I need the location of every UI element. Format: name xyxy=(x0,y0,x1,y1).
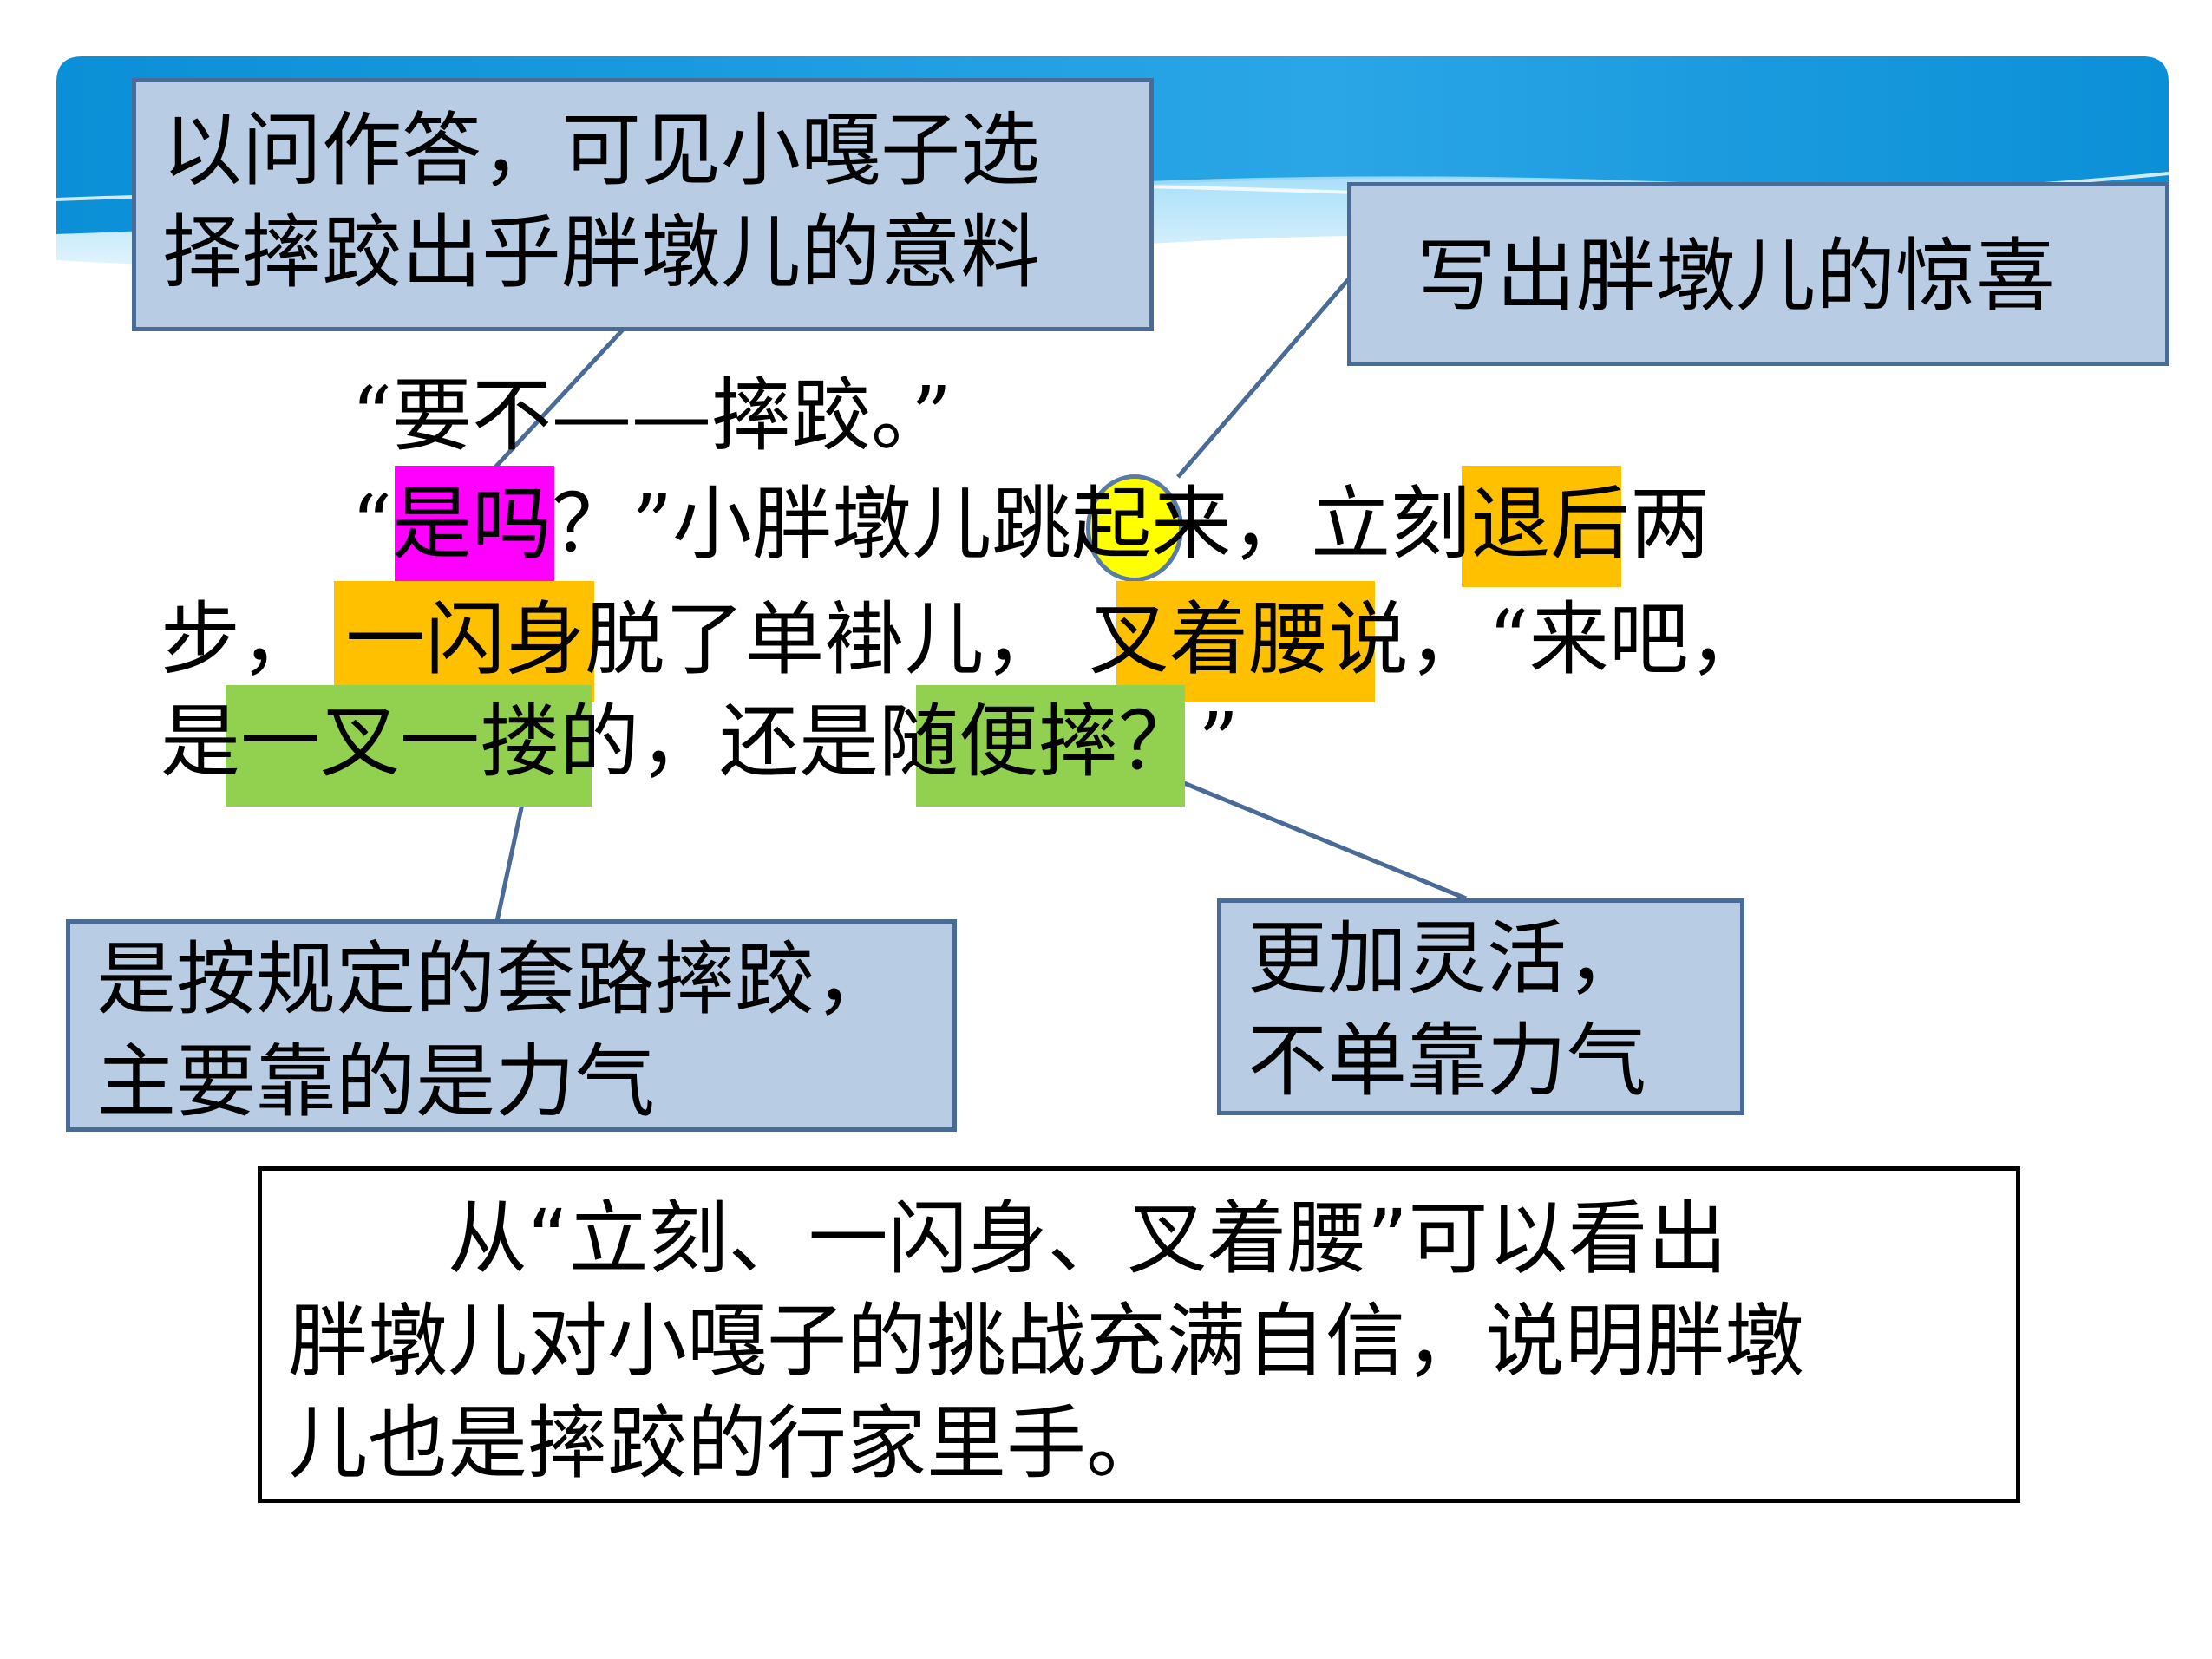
leader-top-right xyxy=(1176,274,1353,479)
highlight-chazheyao-bg xyxy=(1116,581,1375,702)
summary-line: 从“立刻、一闪身、叉着腰”可以看出 xyxy=(288,1192,1728,1285)
callout-line: 主要靠的是力气 xyxy=(96,1035,656,1128)
highlight-tiao: 跳 xyxy=(991,478,1072,571)
highlight-suibianshuai: 随便摔 xyxy=(879,696,1119,788)
highlight-like-bg xyxy=(1462,466,1622,587)
passage-text: 说，“来吧， xyxy=(1328,593,1769,686)
passage-line-4: 是一叉一搂的，还是随便摔？” xyxy=(160,690,1239,794)
leader-top-left xyxy=(480,326,626,484)
summary-line: 儿也是摔跤的行家里手。 xyxy=(288,1397,1167,1490)
highlight-yichayilou-bg xyxy=(226,685,592,807)
summary-box: 从“立刻、一闪身、叉着腰”可以看出 胖墩儿对小嘎子的挑战充满自信，说明胖墩 儿也… xyxy=(258,1166,2020,1503)
highlight-tiao-circle xyxy=(1086,474,1183,582)
passage-line-1: “要不——摔跤。” xyxy=(351,369,952,462)
highlight-chazheyao: 叉着腰 xyxy=(1089,593,1329,686)
callout-flexible: 更加灵活， 不单靠力气 xyxy=(1217,898,1744,1115)
callout-line: 以问作答，可见小嘎子选 xyxy=(162,104,1041,197)
passage-text: ？”小胖墩儿 xyxy=(552,478,992,571)
callout-question-answer: 以问作答，可见小嘎子选 择摔跤出乎胖墩儿的意料 xyxy=(132,78,1154,331)
summary-line: 胖墩儿对小嘎子的挑战充满自信，说明胖墩 xyxy=(288,1295,1805,1388)
callout-line: 是按规定的套路摔跤， xyxy=(96,933,895,1026)
highlight-yishanshen: 一闪身 xyxy=(345,593,586,686)
callout-line: 择摔跤出乎胖墩儿的意料 xyxy=(162,206,1041,299)
leader-bottom-right xyxy=(1183,781,1467,901)
callout-line: 写出胖墩儿的惊喜 xyxy=(1417,230,2056,323)
passage-line-3: 步， 一闪身脱了单褂儿， 叉着腰说，“来吧， xyxy=(160,588,1769,692)
passage-line-2: “是吗？”小胖墩儿跳起来，立刻退后两 xyxy=(351,473,1710,577)
callout-routine-wrestling: 是按规定的套路摔跤， 主要靠的是力气 xyxy=(66,919,957,1132)
passage-text: “ xyxy=(351,478,393,571)
callout-surprise: 写出胖墩儿的惊喜 xyxy=(1347,182,2169,366)
highlight-like: 立刻 xyxy=(1311,478,1471,571)
highlight-shima-bg xyxy=(395,466,555,587)
highlight-shima: 是吗 xyxy=(392,478,553,571)
passage-text: 步， xyxy=(160,593,321,686)
passage-text: 退后两 xyxy=(1470,478,1711,571)
passage-text: 是 xyxy=(160,696,241,788)
passage-text: 的，还是 xyxy=(560,696,880,788)
passage-text: ？” xyxy=(1118,696,1240,788)
callout-line: 不单靠力气 xyxy=(1247,1015,1647,1107)
highlight-yichayilou: 一叉一搂 xyxy=(240,696,560,788)
highlight-suibianshuai-bg xyxy=(916,685,1185,807)
passage-text: 脱了单褂儿， xyxy=(585,593,1064,686)
leader-bottom-left xyxy=(494,791,527,922)
highlight-yishanshen-bg xyxy=(334,581,594,702)
callout-line: 更加灵活， xyxy=(1247,912,1647,1005)
passage-text: 起来， xyxy=(1071,478,1312,571)
